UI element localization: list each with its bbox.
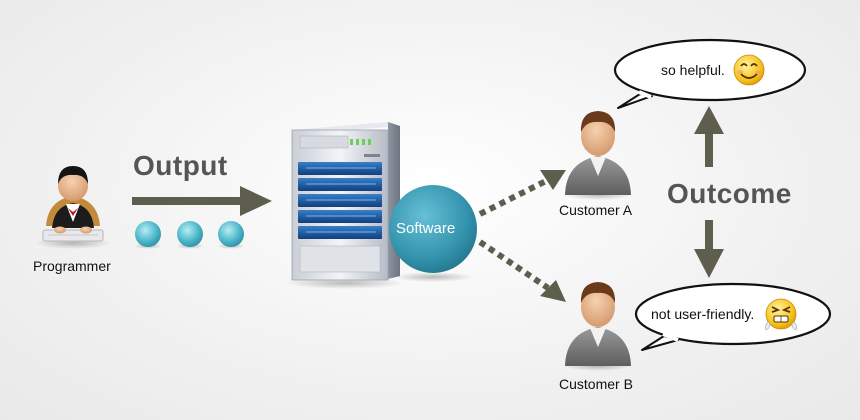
output-dots xyxy=(134,221,245,249)
speech-bubble-a xyxy=(613,38,807,109)
software-label: Software xyxy=(396,220,456,237)
server-tower-icon xyxy=(285,122,405,289)
outcome-up-arrow xyxy=(694,106,724,167)
outcome-label: Outcome xyxy=(667,178,792,209)
output-arrow xyxy=(132,186,272,216)
dotted-arrow-to-customer-a xyxy=(478,170,566,217)
outcome-down-arrow xyxy=(694,220,724,278)
customer-b-label: Customer B xyxy=(559,376,633,392)
customer-b-figure xyxy=(564,282,632,371)
smiling-face-icon xyxy=(733,54,765,86)
customer-a-feedback: so helpful. xyxy=(661,62,725,78)
frustrated-face-icon xyxy=(765,298,797,331)
customer-a-figure xyxy=(564,111,632,200)
software-badge xyxy=(389,185,477,282)
programmer-figure xyxy=(35,166,111,249)
dotted-arrow-to-customer-b xyxy=(478,239,566,302)
customer-a-label: Customer A xyxy=(559,202,633,218)
output-label: Output xyxy=(133,150,228,181)
programmer-label: Programmer xyxy=(33,258,111,274)
customer-b-feedback: not user-friendly. xyxy=(651,306,755,322)
